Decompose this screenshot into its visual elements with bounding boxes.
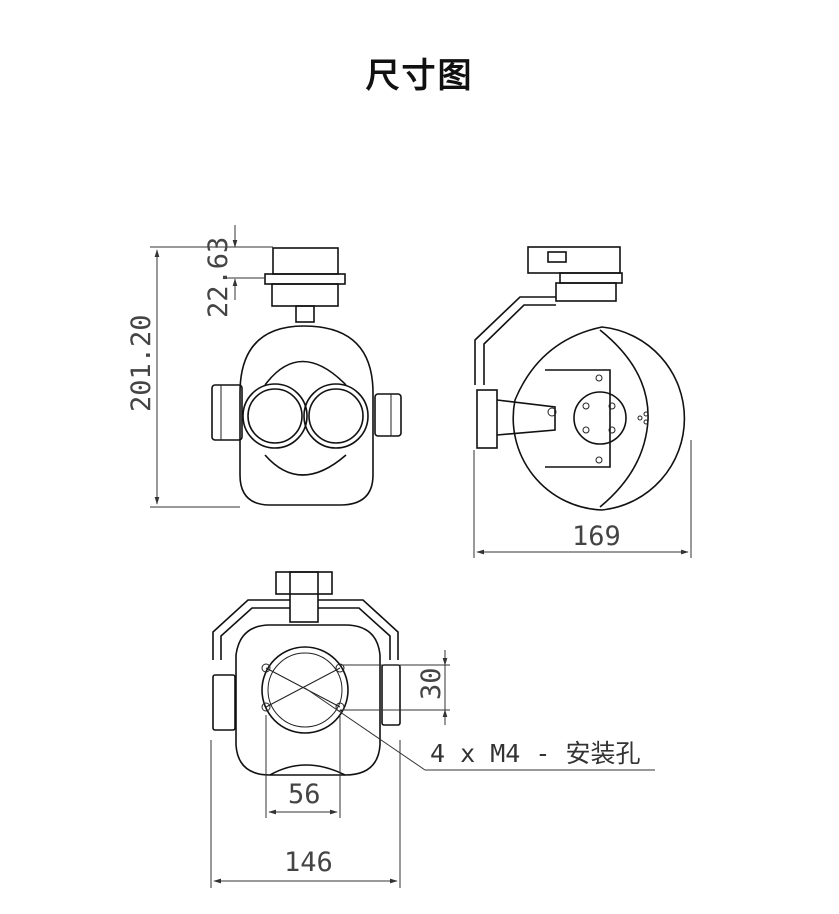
dim-bottom-width: 146 (284, 847, 333, 878)
mounting-holes-label: 4 x M4 - 安装孔 (430, 739, 640, 768)
front-view (150, 225, 402, 508)
side-view (473, 246, 692, 558)
bottom-view (210, 571, 655, 888)
dim-top-mount-height: 22.63 (203, 237, 234, 318)
page-title: 尺寸图 (365, 56, 474, 96)
dim-hole-spacing-y: 30 (416, 667, 447, 700)
dim-side-depth: 169 (572, 521, 621, 552)
dim-total-height: 201.20 (126, 314, 157, 412)
dim-hole-spacing-x: 56 (288, 779, 321, 810)
